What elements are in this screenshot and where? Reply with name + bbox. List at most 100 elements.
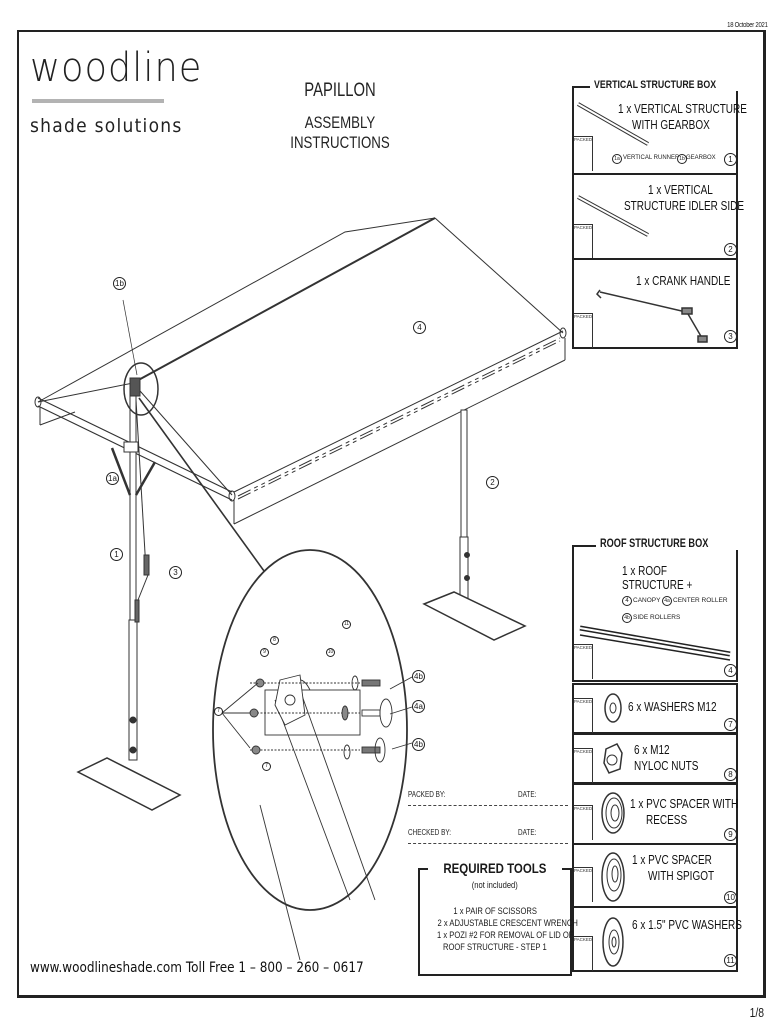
packed-checkbox-2[interactable]: PACKED (574, 224, 593, 259)
packed-by-label: PACKED BY: (408, 790, 446, 799)
canopy-outline (37, 217, 436, 403)
item-2-line-1: 1 x VERTICAL (648, 183, 713, 197)
footer-contact: www.woodlineshade.com Toll Free 1 – 800 … (30, 960, 364, 976)
page-frame (17, 30, 766, 998)
item-1-line-2: WITH GEARBOX (632, 118, 710, 132)
idler-structure-icon (577, 195, 649, 237)
base-plate-1 (76, 757, 182, 811)
item-panel-9: 1 x PVC SPACER WITH RECESS PACKED 9 (572, 783, 738, 845)
item-panel-10: 1 x PVC SPACER WITH SPIGOT PACKED 10 (572, 843, 738, 908)
canopy-front-edge (233, 330, 564, 493)
item-2-number: 2 (724, 243, 737, 256)
item-7-number: 7 (724, 718, 737, 731)
detail-callout-4a: 4a (412, 700, 425, 713)
callout-1: 1 (110, 548, 123, 561)
packed-checkbox-1[interactable]: PACKED (574, 136, 593, 171)
item-panel-2: 1 x VERTICAL STRUCTURE IDLER SIDE PACKED… (572, 173, 744, 260)
detail-callout-9: 9 (260, 648, 269, 657)
pvc-washer-icon (602, 917, 624, 967)
subpart-1a-label: VERTICAL RUNNER (623, 155, 680, 161)
nut-icon (603, 743, 623, 774)
detail-callout-4b-lower: 4b (412, 738, 425, 751)
packed-checkbox-9[interactable]: PACKED (574, 805, 593, 840)
logo-tagline: shade solutions (30, 115, 183, 137)
crank-handle-icon (596, 289, 708, 343)
item-1-number: 1 (724, 153, 737, 166)
subpart-4a-badge: 4a (662, 596, 672, 606)
callout-1a: 1a (106, 472, 119, 485)
spacer-spigot-icon (601, 852, 625, 902)
detail-callout-4b: 4b (412, 670, 425, 683)
detail-callout-7: 7 (214, 707, 223, 716)
item-4-line-1: 1 x ROOF (622, 564, 668, 578)
packed-checkbox-4[interactable]: PACKED (574, 644, 593, 679)
page-number: 1/8 (749, 1005, 764, 1020)
roof-structure-icon (579, 625, 731, 661)
logo-wordmark: woodline (30, 45, 203, 91)
gearbox-highlight (123, 362, 159, 416)
item-panel-11: 6 x 1.5" PVC WASHERS PACKED 11 (572, 906, 742, 972)
tool-item-2: 2 x ADJUSTABLE CRESCENT WRENCH (437, 918, 578, 929)
item-4-line-2: STRUCTURE + (622, 578, 693, 592)
subpart-1b-label: GEARBOX (686, 155, 716, 161)
detail-callout-11: 11 (342, 620, 351, 629)
subpart-4-label: CANOPY (633, 597, 661, 604)
item-panel-1: 1 x VERTICAL STRUCTURE WITH GEARBOX PACK… (572, 92, 747, 175)
item-8-number: 8 (724, 768, 737, 781)
item-9-number: 9 (724, 828, 737, 841)
item-9-line-2: RECESS (646, 813, 688, 827)
packed-checkbox-10[interactable]: PACKED (574, 867, 593, 902)
item-3-number: 3 (724, 330, 737, 343)
subpart-1b-badge: 1b (677, 154, 687, 164)
item-8-line-1: 6 x M12 (634, 743, 670, 757)
detail-callout-7b: 7 (262, 762, 271, 771)
detail-callout-8: 8 (270, 636, 279, 645)
item-10-line-2: WITH SPIGOT (648, 869, 715, 883)
required-tools-box: REQUIRED TOOLS (not included) 1 x PAIR O… (418, 860, 578, 976)
tool-item-3: 1 x POZI #2 FOR REMOVAL OF LID OF (437, 930, 574, 941)
item-panel-3: 1 x CRANK HANDLE PACKED 3 (572, 258, 738, 349)
packed-checkbox-7[interactable]: PACKED (574, 698, 593, 733)
callout-2: 2 (486, 476, 499, 489)
item-9-line-1: 1 x PVC SPACER WITH (630, 797, 739, 811)
vertical-structure-icon (577, 102, 649, 146)
checked-date-label: DATE: (518, 828, 537, 837)
subpart-4-badge: 4 (622, 596, 632, 606)
item-11-label: 6 x 1.5" PVC WASHERS (632, 918, 742, 932)
item-10-line-1: 1 x PVC SPACER (632, 853, 712, 867)
packed-checkbox-3[interactable]: PACKED (574, 313, 593, 348)
item-10-number: 10 (724, 891, 737, 904)
subpart-4b-badge: 4b (622, 613, 632, 623)
item-8-line-2: NYLOC NUTS (634, 759, 699, 773)
item-1-line-1: 1 x VERTICAL STRUCTURE (618, 102, 747, 116)
callout-4: 4 (413, 321, 426, 334)
roof-box-title: ROOF STRUCTURE BOX (600, 538, 709, 550)
packed-by-field[interactable] (408, 805, 568, 806)
tool-item-4: ROOF STRUCTURE - STEP 1 (443, 942, 547, 953)
vertical-box-title: VERTICAL STRUCTURE BOX (594, 79, 717, 91)
packed-checkbox-8[interactable]: PACKED (574, 748, 593, 783)
tools-title: REQUIRED TOOLS (443, 860, 547, 876)
detail-view (212, 549, 408, 911)
base-plate-2 (422, 591, 527, 641)
item-4-number: 4 (724, 664, 737, 677)
packed-checkbox-11[interactable]: PACKED (574, 936, 593, 971)
item-panel-7: 6 x WASHERS M12 PACKED 7 (572, 683, 738, 734)
item-panel-8: 6 x M12 NYLOC NUTS PACKED 8 (572, 733, 738, 784)
item-panel-4: 1 x ROOF STRUCTURE + 4 CANOPY 4a CENTER … (572, 550, 738, 682)
callout-1b: 1b (113, 277, 126, 290)
washer-icon (604, 693, 622, 723)
item-2-line-2: STRUCTURE IDLER SIDE (624, 199, 745, 213)
tool-item-1: 1 x PAIR OF SCISSORS (453, 906, 537, 917)
spacer-recess-icon (601, 792, 625, 834)
item-3-label: 1 x CRANK HANDLE (636, 274, 731, 288)
logo-divider (32, 99, 164, 103)
item-7-label: 6 x WASHERS M12 (628, 700, 717, 714)
tools-note: (not included) (471, 880, 519, 891)
item-11-number: 11 (724, 954, 737, 967)
roof-box-group: ROOF STRUCTURE BOX (572, 538, 740, 565)
checked-by-field[interactable] (408, 843, 568, 844)
checked-by-label: CHECKED BY: (408, 828, 452, 837)
document-date: 18 October 2021 (727, 22, 768, 29)
